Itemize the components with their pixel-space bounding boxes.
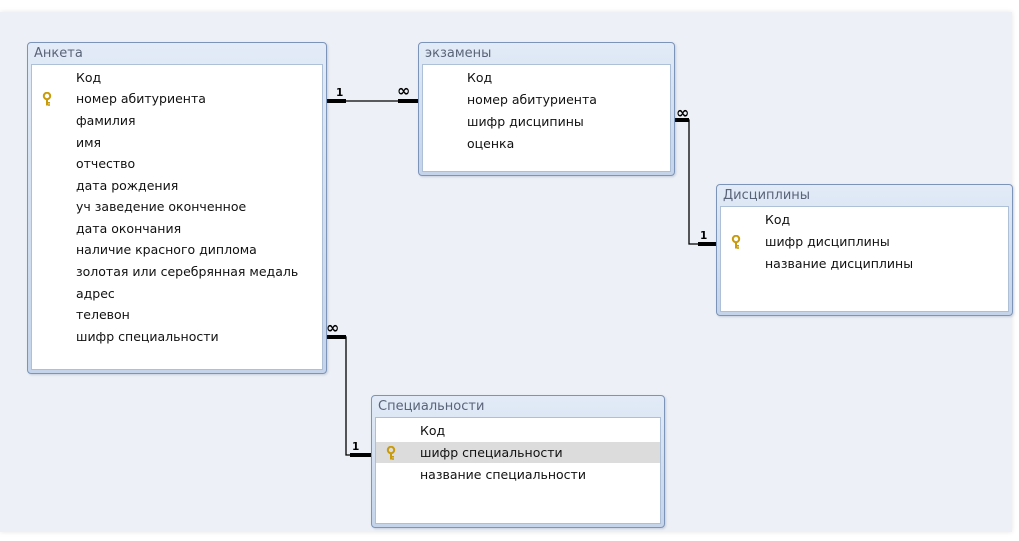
field-label: адрес: [76, 286, 115, 301]
field-list[interactable]: Код номер абитуриента фамилия имя отчест…: [31, 64, 323, 370]
field-label: отчество: [76, 156, 136, 171]
field-label: уч заведение оконченное: [76, 199, 247, 214]
field-label: название дисциплины: [765, 256, 914, 271]
table-spetsialnosti[interactable]: Специальности Код шифр специальности наз…: [371, 395, 665, 528]
field-label: золотая или серебрянная медаль: [76, 264, 299, 279]
field-label: телевон: [76, 307, 130, 322]
field-label: номер абитуриента: [76, 91, 206, 106]
field-label: шифр специальности: [76, 329, 219, 344]
field-label: дата рождения: [76, 178, 179, 193]
field-item[interactable]: золотая или серебрянная медаль: [32, 261, 322, 282]
field-item[interactable]: наличие красного диплома: [32, 239, 322, 260]
field-label: шифр дисциплины: [765, 234, 890, 249]
field-label: оценка: [467, 136, 515, 151]
field-item[interactable]: оценка: [423, 133, 670, 154]
field-item[interactable]: Код: [32, 67, 322, 88]
primary-key-icon: [386, 446, 396, 460]
field-item[interactable]: название дисциплины: [721, 253, 1008, 274]
field-item[interactable]: телевон: [32, 304, 322, 325]
field-item[interactable]: дата окончания: [32, 218, 322, 239]
field-item[interactable]: Код: [423, 67, 670, 88]
table-title[interactable]: Анкета: [34, 46, 83, 61]
table-title[interactable]: Специальности: [378, 399, 485, 414]
field-item[interactable]: Код: [721, 209, 1008, 230]
table-distsipliny[interactable]: Дисциплины Код шифр дисциплины название …: [716, 184, 1013, 316]
field-list[interactable]: Код шифр дисциплины название дисциплины: [720, 206, 1009, 312]
field-item[interactable]: номер абитуриента: [423, 89, 670, 110]
field-item-selected[interactable]: шифр специальности: [376, 442, 660, 463]
field-label: наличие красного диплома: [76, 242, 257, 257]
field-item[interactable]: дата рождения: [32, 175, 322, 196]
field-item[interactable]: Код: [376, 420, 660, 441]
field-label: шифр дисципины: [467, 114, 584, 129]
field-item[interactable]: уч заведение оконченное: [32, 196, 322, 217]
table-title[interactable]: экзамены: [425, 46, 492, 61]
field-item[interactable]: шифр дисциплины: [721, 231, 1008, 252]
field-item[interactable]: название специальности: [376, 464, 660, 485]
field-item[interactable]: номер абитуриента: [32, 88, 322, 109]
field-label: Код: [765, 212, 791, 227]
table-ekzameny[interactable]: экзамены Код номер абитуриента шифр дисц…: [418, 42, 675, 176]
table-anketa[interactable]: Анкета Код номер абитуриента фамилия имя…: [27, 42, 327, 374]
field-item[interactable]: имя: [32, 132, 322, 153]
primary-key-icon: [42, 92, 52, 106]
field-label: шифр специальности: [420, 445, 563, 460]
field-item[interactable]: фамилия: [32, 110, 322, 131]
field-list[interactable]: Код номер абитуриента шифр дисципины оце…: [422, 64, 671, 172]
field-list[interactable]: Код шифр специальности название специаль…: [375, 417, 661, 524]
field-label: Код: [420, 423, 446, 438]
field-item[interactable]: адрес: [32, 283, 322, 304]
field-label: Код: [76, 70, 102, 85]
primary-key-icon: [731, 235, 741, 249]
field-label: название специальности: [420, 467, 586, 482]
field-item[interactable]: шифр специальности: [32, 326, 322, 347]
field-label: Код: [467, 70, 493, 85]
field-label: дата окончания: [76, 221, 182, 236]
field-label: фамилия: [76, 113, 136, 128]
field-label: имя: [76, 135, 102, 150]
table-title[interactable]: Дисциплины: [723, 188, 811, 203]
field-label: номер абитуриента: [467, 92, 597, 107]
field-item[interactable]: отчество: [32, 153, 322, 174]
field-item[interactable]: шифр дисципины: [423, 111, 670, 132]
